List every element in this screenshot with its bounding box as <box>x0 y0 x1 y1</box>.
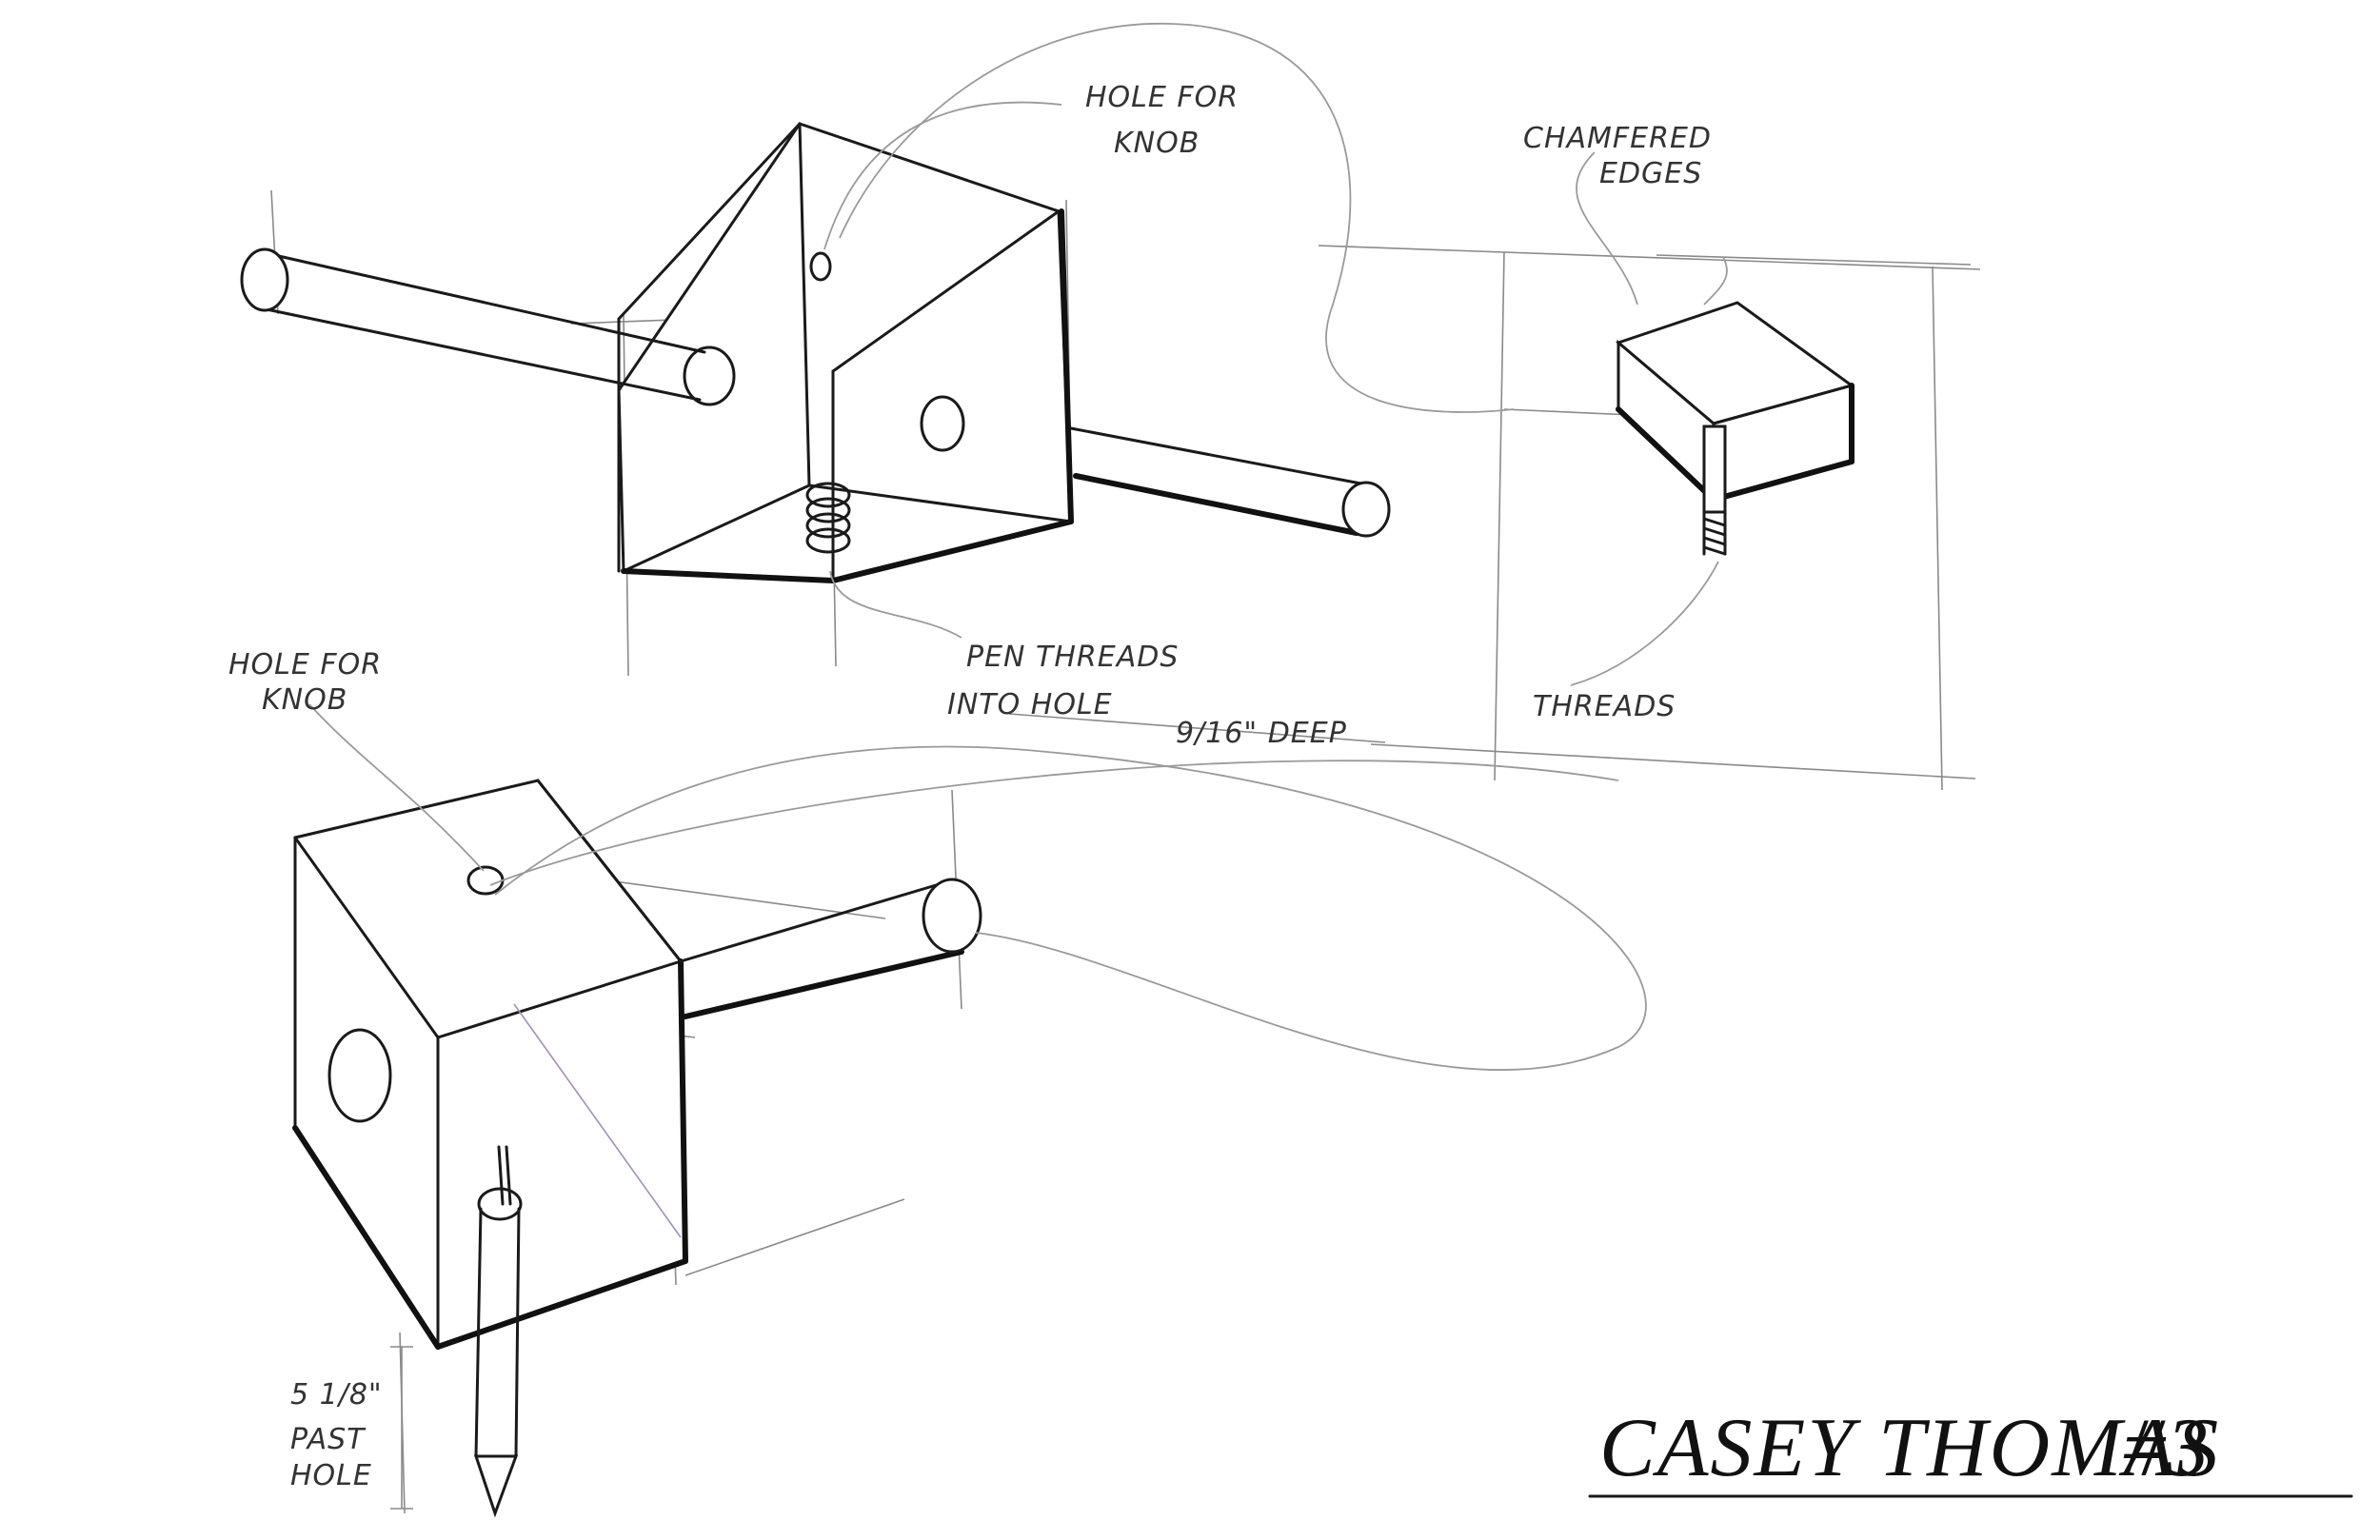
threads-label: THREADS <box>1533 690 1676 723</box>
top-hole-for-knob-label: HOLE FOR <box>1085 81 1239 114</box>
signature-block: CASEY THOMAS #3 <box>1588 1402 2353 1498</box>
top-side-hole-icon <box>920 395 965 452</box>
past-hole-dimension-label: 5 1/8" <box>290 1378 383 1412</box>
past-hole-label-3: HOLE <box>290 1459 372 1492</box>
into-hole-label: INTO HOLE <box>947 688 1113 721</box>
pen-dimension-bracket <box>390 1346 413 1510</box>
knob-threads-icon <box>1702 510 1727 556</box>
bottom-hole-for-knob-label: HOLE FOR <box>228 648 382 681</box>
rod-end-icon <box>683 346 736 406</box>
chamfered-knob <box>1616 301 1855 556</box>
depth-note-label: 9/16" DEEP <box>1176 717 1347 750</box>
rod-end-icon <box>240 247 289 312</box>
bottom-side-hole-icon <box>327 1028 392 1123</box>
top-pen-threads-icon <box>805 482 851 554</box>
leader-lines <box>308 23 1728 1071</box>
knob-slot-icon <box>1702 424 1727 514</box>
top-right-rod <box>1069 426 1391 538</box>
past-hole-label-2: PAST <box>290 1423 367 1456</box>
top-hole-for-knob-label-2: KNOB <box>1114 127 1200 160</box>
bottom-cube <box>292 779 688 1350</box>
bottom-right-rod <box>679 878 982 1019</box>
annotations: HOLE FOR KNOB CHAMFERED EDGES PEN THREAD… <box>228 81 1712 1492</box>
top-left-rod <box>240 247 736 406</box>
signature-name: CASEY THOMAS <box>1599 1402 2220 1494</box>
top-knob-hole-icon <box>809 251 832 282</box>
rod-end-icon <box>922 878 982 954</box>
chamfered-edges-label-2: EDGES <box>1599 157 1702 190</box>
rod-end-icon <box>1341 481 1391 538</box>
chamfered-edges-label: CHAMFERED <box>1523 122 1712 155</box>
pen-threads-label: PEN THREADS <box>966 641 1179 674</box>
bottom-hole-for-knob-label-2: KNOB <box>262 683 347 717</box>
pen <box>473 1145 523 1518</box>
sheet-number: #3 <box>2123 1402 2211 1494</box>
top-cube <box>617 122 1074 583</box>
